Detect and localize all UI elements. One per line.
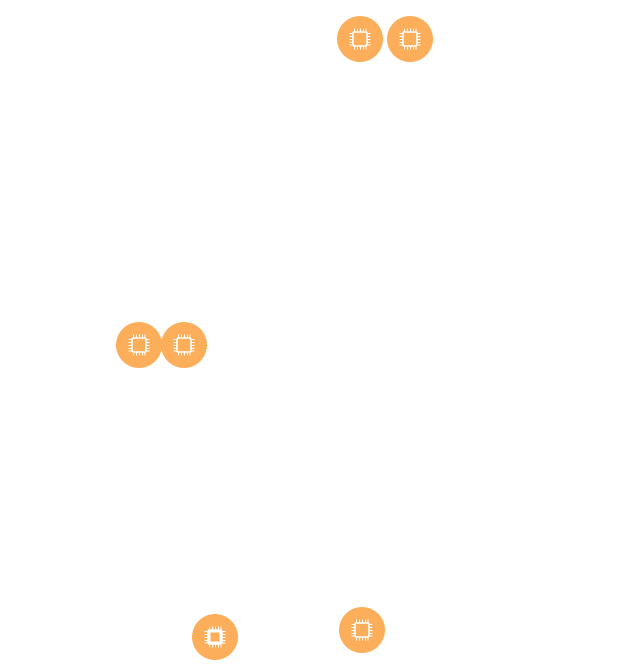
cpu-chip-icon: [337, 16, 383, 62]
cpu-chip-icon: [116, 322, 162, 368]
chip-node[interactable]: [192, 614, 238, 660]
chip-body: [131, 337, 147, 353]
chip-core: [210, 632, 220, 642]
node-circle: [337, 16, 383, 62]
node-circle: [387, 16, 433, 62]
cpu-chip-icon: [387, 16, 433, 62]
node-circle: [116, 322, 162, 368]
chip-node[interactable]: [116, 322, 162, 368]
chip-body: [352, 31, 368, 47]
node-circle: [339, 607, 385, 653]
cpu-chip-icon: [192, 614, 238, 660]
chip-body: [176, 337, 192, 353]
chip-body: [402, 31, 418, 47]
cpu-chip-icon: [161, 322, 207, 368]
chip-node[interactable]: [161, 322, 207, 368]
chip-node[interactable]: [337, 16, 383, 62]
chip-body: [354, 622, 370, 638]
chip-node[interactable]: [387, 16, 433, 62]
cpu-chip-icon: [339, 607, 385, 653]
node-circle: [161, 322, 207, 368]
chip-node[interactable]: [339, 607, 385, 653]
